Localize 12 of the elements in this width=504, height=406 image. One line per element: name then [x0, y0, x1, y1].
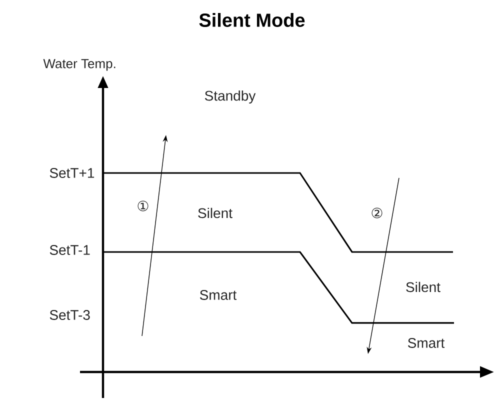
callout-number: ②: [372, 208, 382, 218]
threshold-label: SetT+1: [50, 168, 94, 178]
region-label: Silent: [406, 282, 440, 292]
region-label: Silent: [198, 208, 232, 218]
callout-number: ①: [138, 200, 148, 212]
title: Silent Mode: [199, 13, 305, 27]
threshold-label: SetT-3: [50, 310, 90, 320]
region-label: Standby: [204, 90, 256, 104]
region-label: Smart: [408, 338, 445, 348]
axis-label: Water Temp.: [43, 59, 116, 71]
region-label: Smart: [200, 290, 237, 300]
threshold-label: SetT-1: [50, 245, 90, 255]
